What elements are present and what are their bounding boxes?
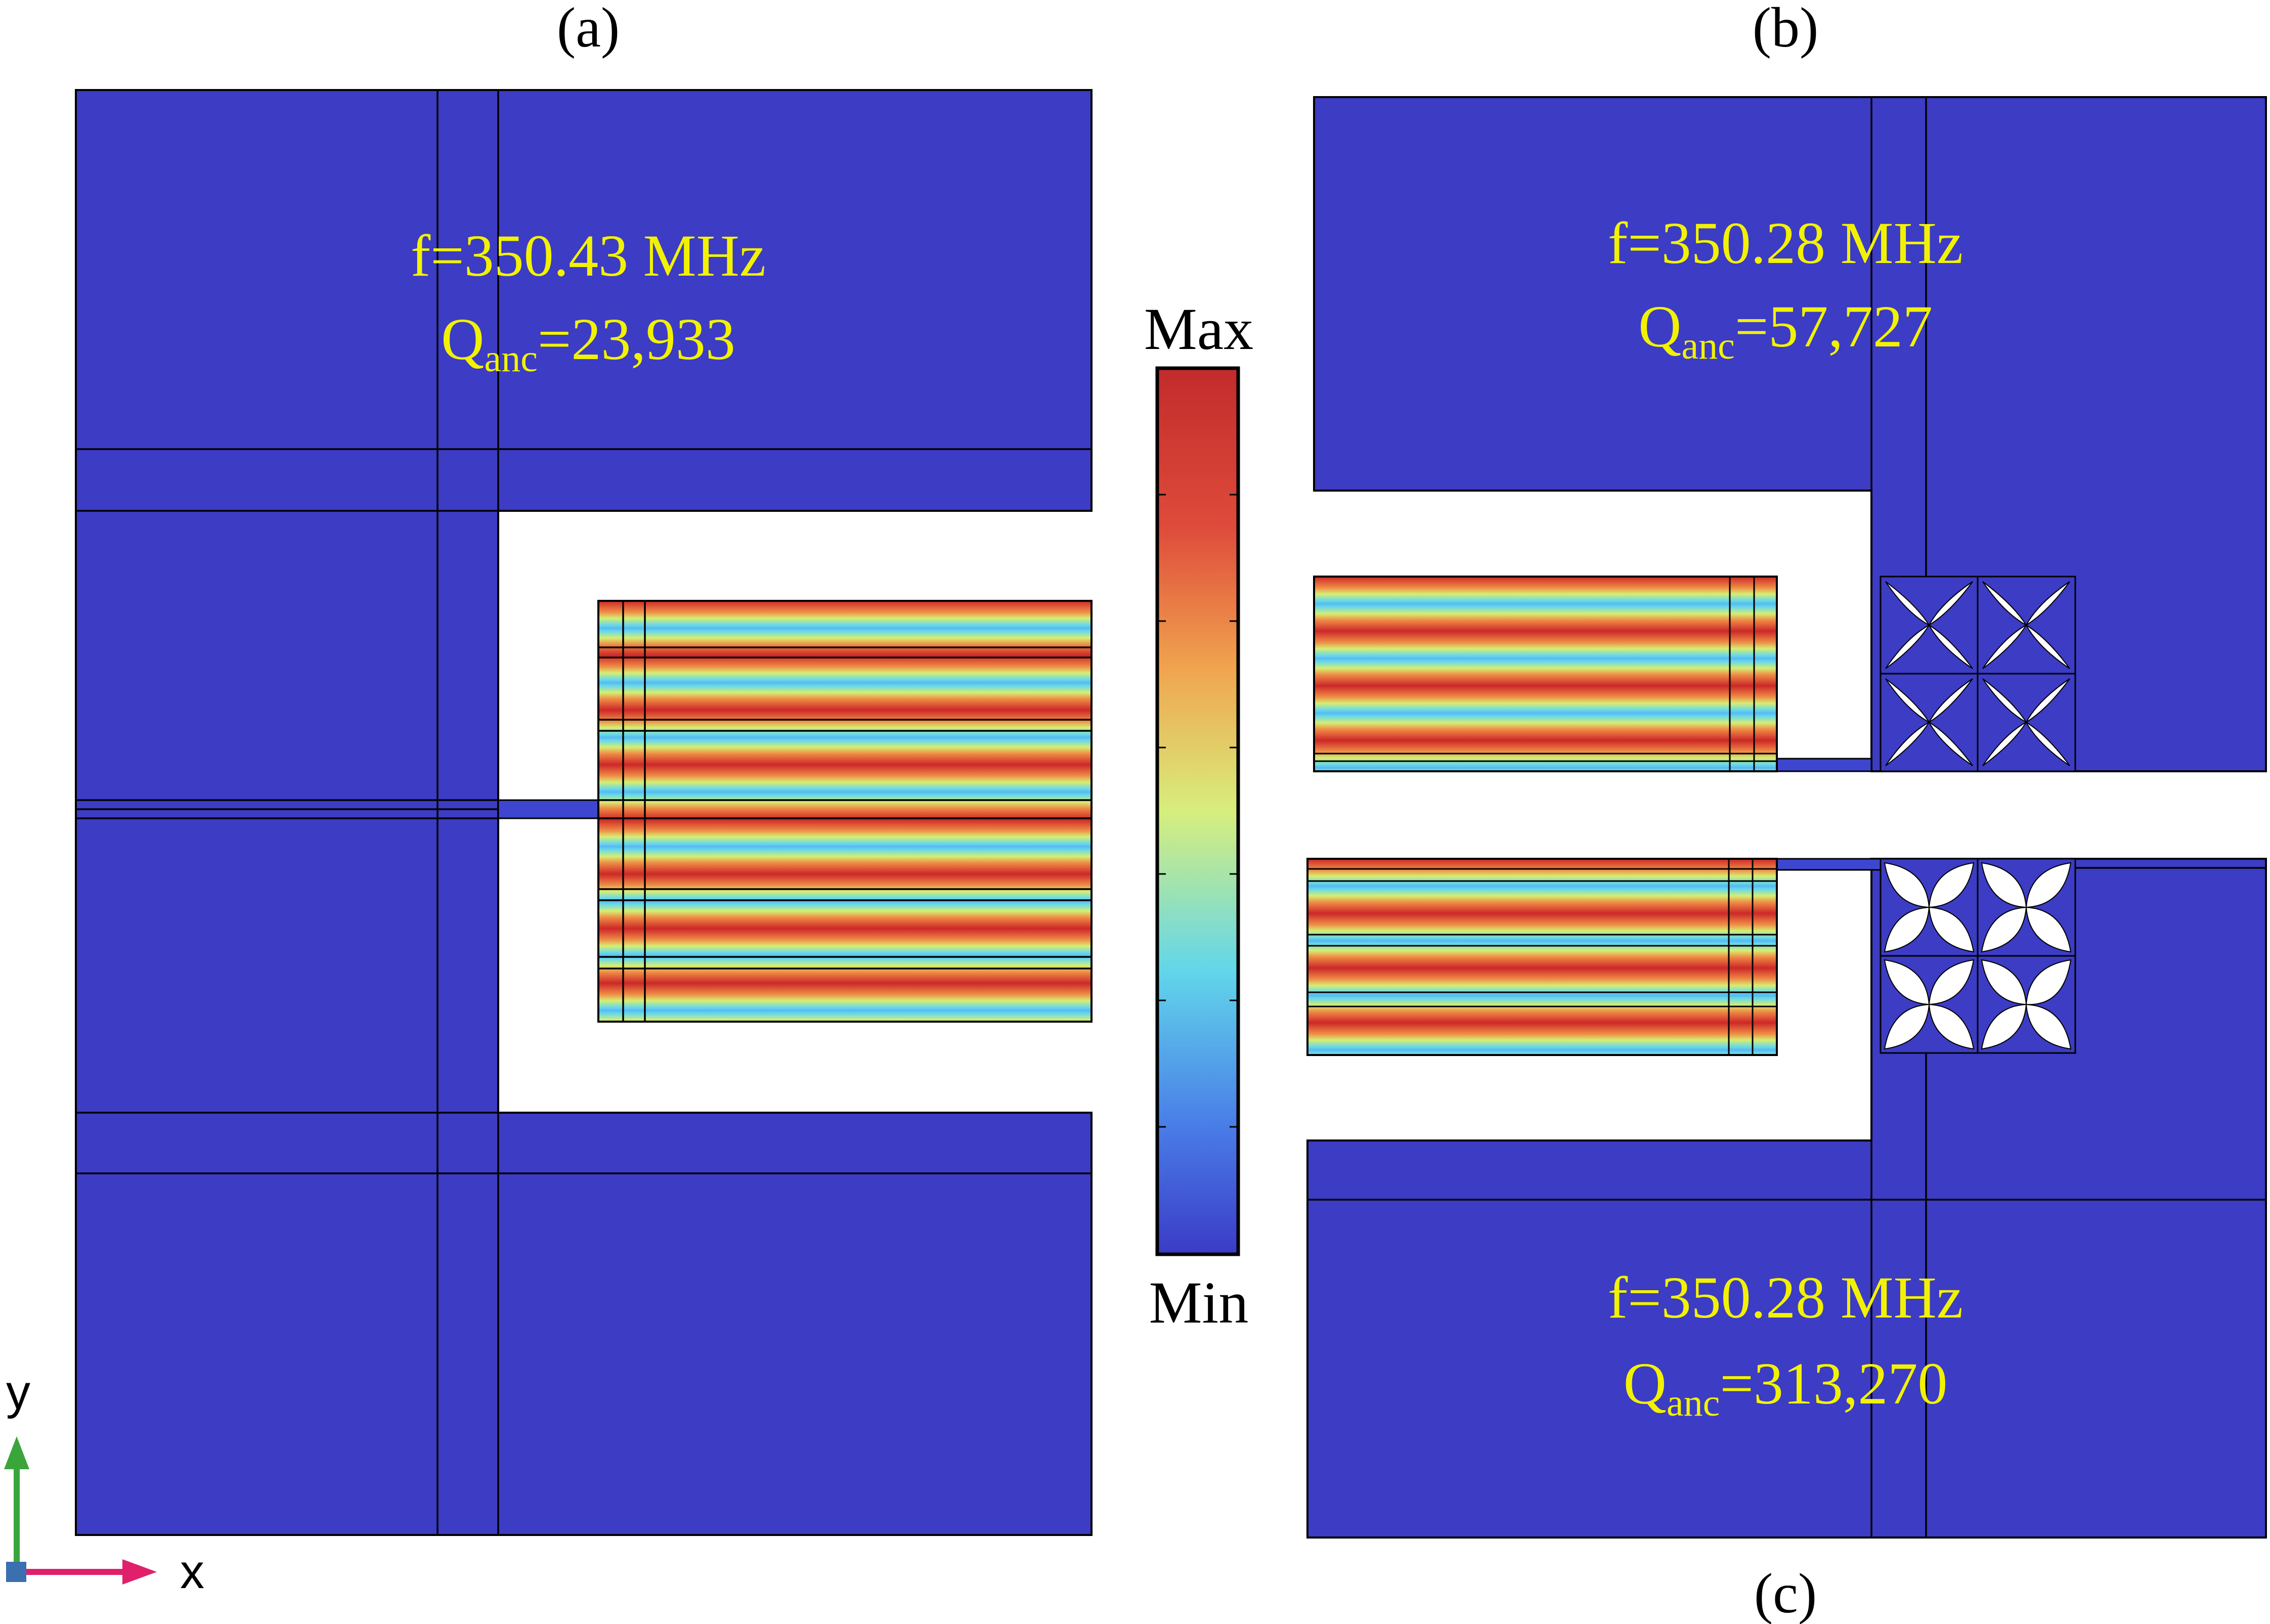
- panel-a-quality-factor: Qanc=23,933: [441, 306, 735, 380]
- colorbar-ticks: [1157, 494, 1238, 1128]
- colorbar-max-label: Max: [1144, 296, 1253, 362]
- panel-a: (a) f=350.43 MHz Qanc=23,933: [75, 0, 1093, 1536]
- panel-c-phononic-crystal: [1880, 858, 2076, 1054]
- x-axis-label: x: [180, 1545, 204, 1599]
- panel-b-phononic-crystal: [1880, 576, 2076, 772]
- panel-a-resonator: [597, 600, 1093, 1023]
- colorbar-min-label: Min: [1149, 1269, 1249, 1336]
- y-axis-label: y: [6, 1365, 30, 1419]
- panel-c-frequency: f=350.28 MHz: [1608, 1264, 1963, 1331]
- panel-b-frequency: f=350.28 MHz: [1608, 210, 1963, 276]
- panel-a-label: (a): [557, 0, 620, 59]
- y-axis-arrow-head: [4, 1436, 29, 1469]
- colorbar: Max Min: [1144, 296, 1253, 1336]
- panel-b-tether: [1774, 758, 1872, 772]
- panel-a-frequency: f=350.43 MHz: [411, 223, 766, 289]
- panel-c-resonator: [1306, 858, 1778, 1056]
- origin-marker: [6, 1562, 26, 1582]
- panel-b-resonator: [1313, 576, 1778, 772]
- panel-c-label: (c): [1754, 1562, 1817, 1624]
- x-axis-arrow-head: [122, 1559, 157, 1585]
- panel-c-tether: [1774, 858, 1882, 871]
- panel-b: (b) f=350.28 MHz Qanc=57,727: [1313, 0, 2267, 772]
- panel-b-label: (b): [1753, 0, 1819, 59]
- colorbar-gradient: [1155, 366, 1240, 1256]
- panel-c-mesh-lines: [1307, 858, 2266, 1538]
- axis-triad: y x: [4, 1365, 204, 1599]
- panel-b-mesh-lines: [1870, 97, 1927, 577]
- panel-c: (c) f=350.28 MHz Qanc=313,270: [1306, 858, 2267, 1624]
- panel-a-tether: [497, 799, 600, 819]
- panel-b-quality-factor: Qanc=57,727: [1638, 293, 1933, 367]
- panel-c-quality-factor: Qanc=313,270: [1624, 1350, 1948, 1424]
